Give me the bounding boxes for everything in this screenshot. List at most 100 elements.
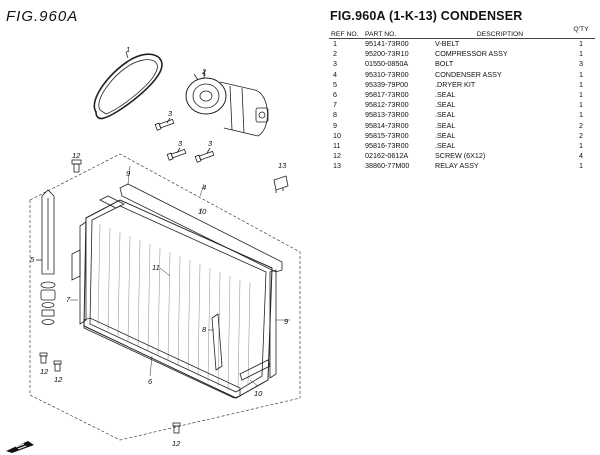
cell-part: 95141-73R00 (365, 39, 409, 48)
compressor-illustration (185, 69, 269, 137)
cell-desc: .SEAL (435, 141, 456, 151)
cell-ref: 3 (333, 59, 337, 69)
table-row: 3 01550-0850A BOLT 3 (329, 59, 595, 69)
cell-part: 95812-73R00 (365, 100, 409, 110)
cell-desc: SCREW (6X12) (435, 151, 486, 161)
cell-part: 95310-73R00 (365, 69, 409, 79)
header-ref-no: REF NO. (329, 26, 363, 39)
callout-7: 7 (66, 295, 71, 304)
header-qty: Q'TY (567, 26, 595, 39)
cell-ref: 6 (333, 90, 337, 100)
screw-lower-illustrations (39, 352, 181, 434)
callout-10a: 10 (198, 207, 207, 216)
cell-qty: 1 (579, 49, 583, 59)
table-row: 4 95310-73R00 CONDENSER ASSY 1 (329, 70, 595, 80)
middle-seal-illustration (211, 313, 223, 371)
callout-6: 6 (148, 377, 153, 386)
callout-3a: 3 (168, 109, 173, 118)
callout-4: 4 (202, 183, 206, 192)
cell-ref: 7 (333, 100, 337, 110)
cell-part: 38860-77M00 (365, 161, 410, 171)
cell-ref: 12 (333, 151, 341, 161)
exploded-parts-diagram: 1 2 3 3 3 12 13 9 4 10 11 5 7 8 9 12 12 … (29, 45, 301, 448)
cell-part: 95815-73R00 (365, 130, 409, 140)
callout-3b: 3 (178, 139, 183, 148)
header-part-no: PART NO. (363, 26, 433, 39)
cell-ref: 4 (333, 69, 337, 79)
cell-qty: 1 (579, 100, 583, 110)
cell-part: 01550-0850A (365, 59, 409, 69)
callout-11: 11 (152, 263, 160, 272)
cell-ref: 8 (333, 110, 337, 120)
callout-3c: 3 (208, 139, 213, 148)
v-belt-illustration (93, 51, 163, 120)
cell-ref: 2 (333, 49, 337, 59)
brand-logo-icon (6, 441, 34, 453)
cell-qty: 1 (579, 161, 583, 171)
exploded-frame-outline (29, 153, 301, 441)
table-row: 8 95813-73R00 .SEAL 1 (329, 110, 595, 120)
cell-desc: .SEAL (435, 120, 456, 130)
cell-desc: V-BELT (435, 39, 460, 48)
cell-ref: 5 (333, 79, 337, 89)
cell-qty: 1 (579, 69, 583, 79)
parts-table-header-row: REF NO. PART NO. DESCRIPTION Q'TY (329, 26, 595, 39)
callout-12a: 12 (72, 151, 81, 160)
top-seal-illustration (99, 183, 283, 273)
relay-illustration (273, 175, 289, 193)
cell-qty: 4 (579, 151, 583, 161)
cell-ref: 13 (333, 161, 341, 171)
left-seal-illustration (71, 221, 87, 325)
table-row: 12 02162-0612A SCREW (6X12) 4 (329, 151, 595, 161)
cell-ref: 10 (333, 130, 341, 140)
callout-2: 2 (201, 67, 207, 76)
callout-8: 8 (202, 325, 207, 334)
cell-qty: 1 (579, 110, 583, 120)
bolt-illustrations (154, 117, 215, 163)
callout-10b: 10 (254, 389, 263, 398)
callout-9b: 9 (284, 317, 289, 326)
table-row: 13 38860-77M00 RELAY ASSY 1 (329, 161, 595, 171)
callout-12c: 12 (54, 375, 63, 384)
bottom-right-seal-illustration (239, 359, 271, 381)
cell-part: 95813-73R00 (365, 110, 409, 120)
header-description: DESCRIPTION (433, 26, 567, 39)
right-seal-illustration (269, 269, 277, 379)
parts-list-table: REF NO. PART NO. DESCRIPTION Q'TY 1 95141… (329, 26, 595, 172)
callout-5: 5 (30, 255, 35, 264)
cell-part: 95817-73R00 (365, 90, 409, 100)
cell-ref: 11 (333, 141, 341, 151)
table-row: 5 95339-79P00 .DRYER KIT 1 (329, 80, 595, 90)
callout-9a: 9 (126, 169, 131, 178)
cell-desc: .SEAL (435, 100, 456, 110)
condenser-core-illustration (83, 199, 273, 399)
cell-qty: 3 (579, 59, 583, 69)
dryer-kit-illustration (36, 189, 56, 325)
cell-desc: COMPRESSOR ASSY (435, 49, 508, 59)
cell-part: 95339-79P00 (365, 79, 409, 89)
cell-desc: .DRYER KIT (435, 79, 476, 89)
cell-desc: BOLT (435, 59, 454, 69)
cell-desc: RELAY ASSY (435, 161, 479, 171)
cell-part: 02162-0612A (365, 151, 409, 161)
callout-13: 13 (278, 161, 287, 170)
cell-qty: 1 (579, 90, 583, 100)
callout-1: 1 (126, 45, 130, 54)
cell-desc: CONDENSER ASSY (435, 69, 502, 79)
parts-list-title: FIG.960A (1-K-13) CONDENSER (330, 9, 523, 23)
callout-12d: 12 (172, 439, 181, 448)
cell-qty: 2 (579, 120, 583, 130)
cell-part: 95200-73R10 (365, 49, 409, 59)
cell-qty: 1 (579, 141, 583, 151)
cell-desc: .SEAL (435, 130, 456, 140)
cell-qty: 1 (579, 79, 583, 89)
bottom-seal-illustration (83, 317, 241, 399)
cell-desc: .SEAL (435, 110, 456, 120)
table-row: 2 95200-73R10 COMPRESSOR ASSY 1 (329, 49, 595, 59)
callout-12b: 12 (40, 367, 49, 376)
